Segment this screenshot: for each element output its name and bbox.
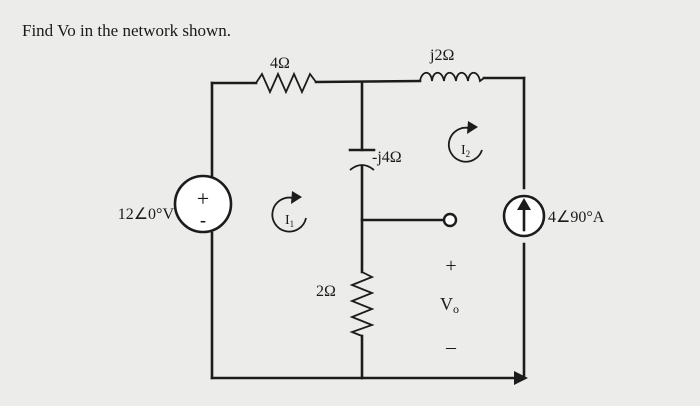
voltage-source-symbol xyxy=(173,174,233,234)
voltage-source-minus: - xyxy=(200,210,206,230)
vo-plus: + xyxy=(445,255,456,277)
inductor-label: j2Ω xyxy=(429,47,454,64)
output-terminal-node xyxy=(442,212,458,228)
loop1-label: I1 xyxy=(285,213,294,229)
inductor-coil-symbol xyxy=(419,71,485,83)
loop2-label: I2 xyxy=(461,143,470,159)
capacitor-plate-bottom xyxy=(349,164,375,171)
loop1-arc-icon xyxy=(271,196,307,233)
circuit-wires xyxy=(210,76,528,385)
vo-label: Vo xyxy=(440,294,459,316)
voltage-source-label: 12∠0°V xyxy=(118,206,175,223)
problem-text: Find Vo in the network shown. xyxy=(22,21,231,40)
wire-top-b xyxy=(314,79,422,84)
resistor-4ohm-symbol xyxy=(255,71,317,95)
vo-minus: – xyxy=(445,336,457,358)
loop2-arc-icon xyxy=(447,126,483,163)
current-source-label: 4∠90°A xyxy=(548,209,605,226)
resistor-4ohm-label: 4Ω xyxy=(270,55,290,72)
bottom-arrowhead-icon xyxy=(514,371,528,385)
loop1-arrowhead-icon xyxy=(291,191,302,204)
resistor-2ohm-symbol xyxy=(349,271,375,337)
capacitor-label: -j4Ω xyxy=(372,149,402,166)
resistor-2ohm-label: 2Ω xyxy=(316,283,336,300)
loop2-arrowhead-icon xyxy=(467,121,478,134)
current-source-arrow-icon xyxy=(517,198,531,210)
voltage-source-plus: + xyxy=(197,186,209,211)
